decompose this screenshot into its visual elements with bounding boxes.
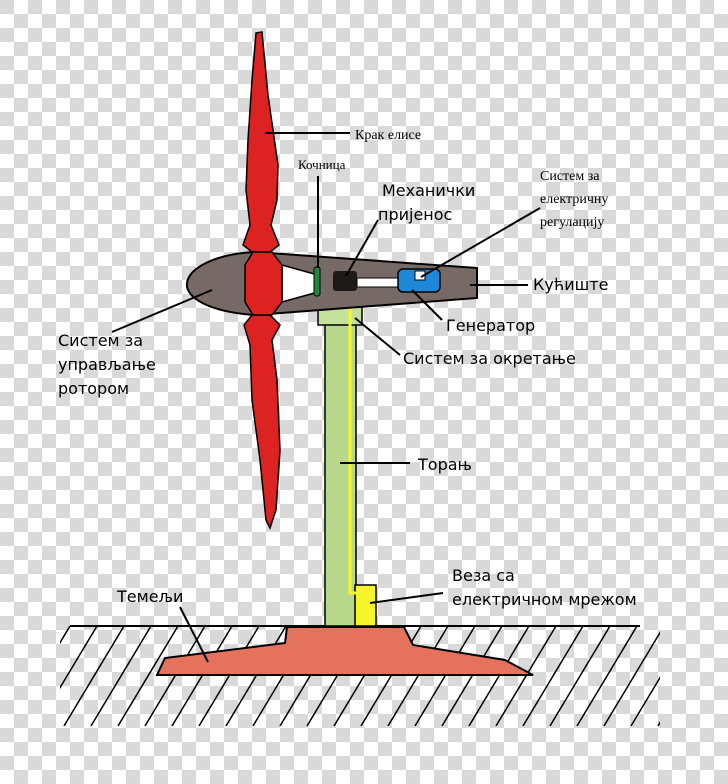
label-gearbox-line1: Механички: [382, 181, 475, 200]
label-generator: Генератор: [446, 316, 535, 335]
label-gearbox-line2: пријенос: [378, 205, 452, 224]
brake: [313, 266, 321, 297]
hatch-line: [63, 626, 125, 726]
blade-lower: [243, 314, 281, 530]
label-housing: Кућиште: [533, 275, 608, 294]
label-rotor-control-line2: управљање: [58, 355, 156, 374]
gearbox: [333, 271, 357, 291]
label-blade: Крак елисе: [355, 128, 421, 143]
label-tower: Торањ: [417, 455, 472, 474]
label-rotor-control-line1: Систем за: [58, 331, 143, 350]
label-regulation-line2: електричну: [540, 192, 608, 207]
label-foundation: Темељи: [116, 587, 183, 606]
leader-lines: [111, 132, 541, 663]
label-regulation-line1: Систем за: [540, 169, 600, 184]
label-brake: Кочница: [298, 157, 346, 172]
rotor-hub: [244, 251, 283, 316]
label-grid-line1: Веза са: [452, 566, 515, 585]
grid-connection-box: [354, 584, 377, 627]
foundation: [155, 626, 534, 676]
hatch-line: [630, 676, 660, 726]
hatch-line: [576, 626, 638, 726]
hatch-line: [522, 626, 584, 726]
hatch-line: [60, 626, 98, 690]
label-grid-line2: електричном мрежом: [452, 590, 637, 609]
label-yaw: Систем за окретање: [403, 349, 576, 368]
hatch-line: [90, 626, 152, 726]
hatch-line: [117, 626, 179, 726]
label-regulation-line3: регулацију: [540, 215, 604, 230]
hatch-line: [603, 631, 660, 726]
label-rotor-control-line3: ротором: [58, 379, 129, 398]
hatch-line: [549, 626, 611, 726]
shaft: [356, 277, 400, 288]
